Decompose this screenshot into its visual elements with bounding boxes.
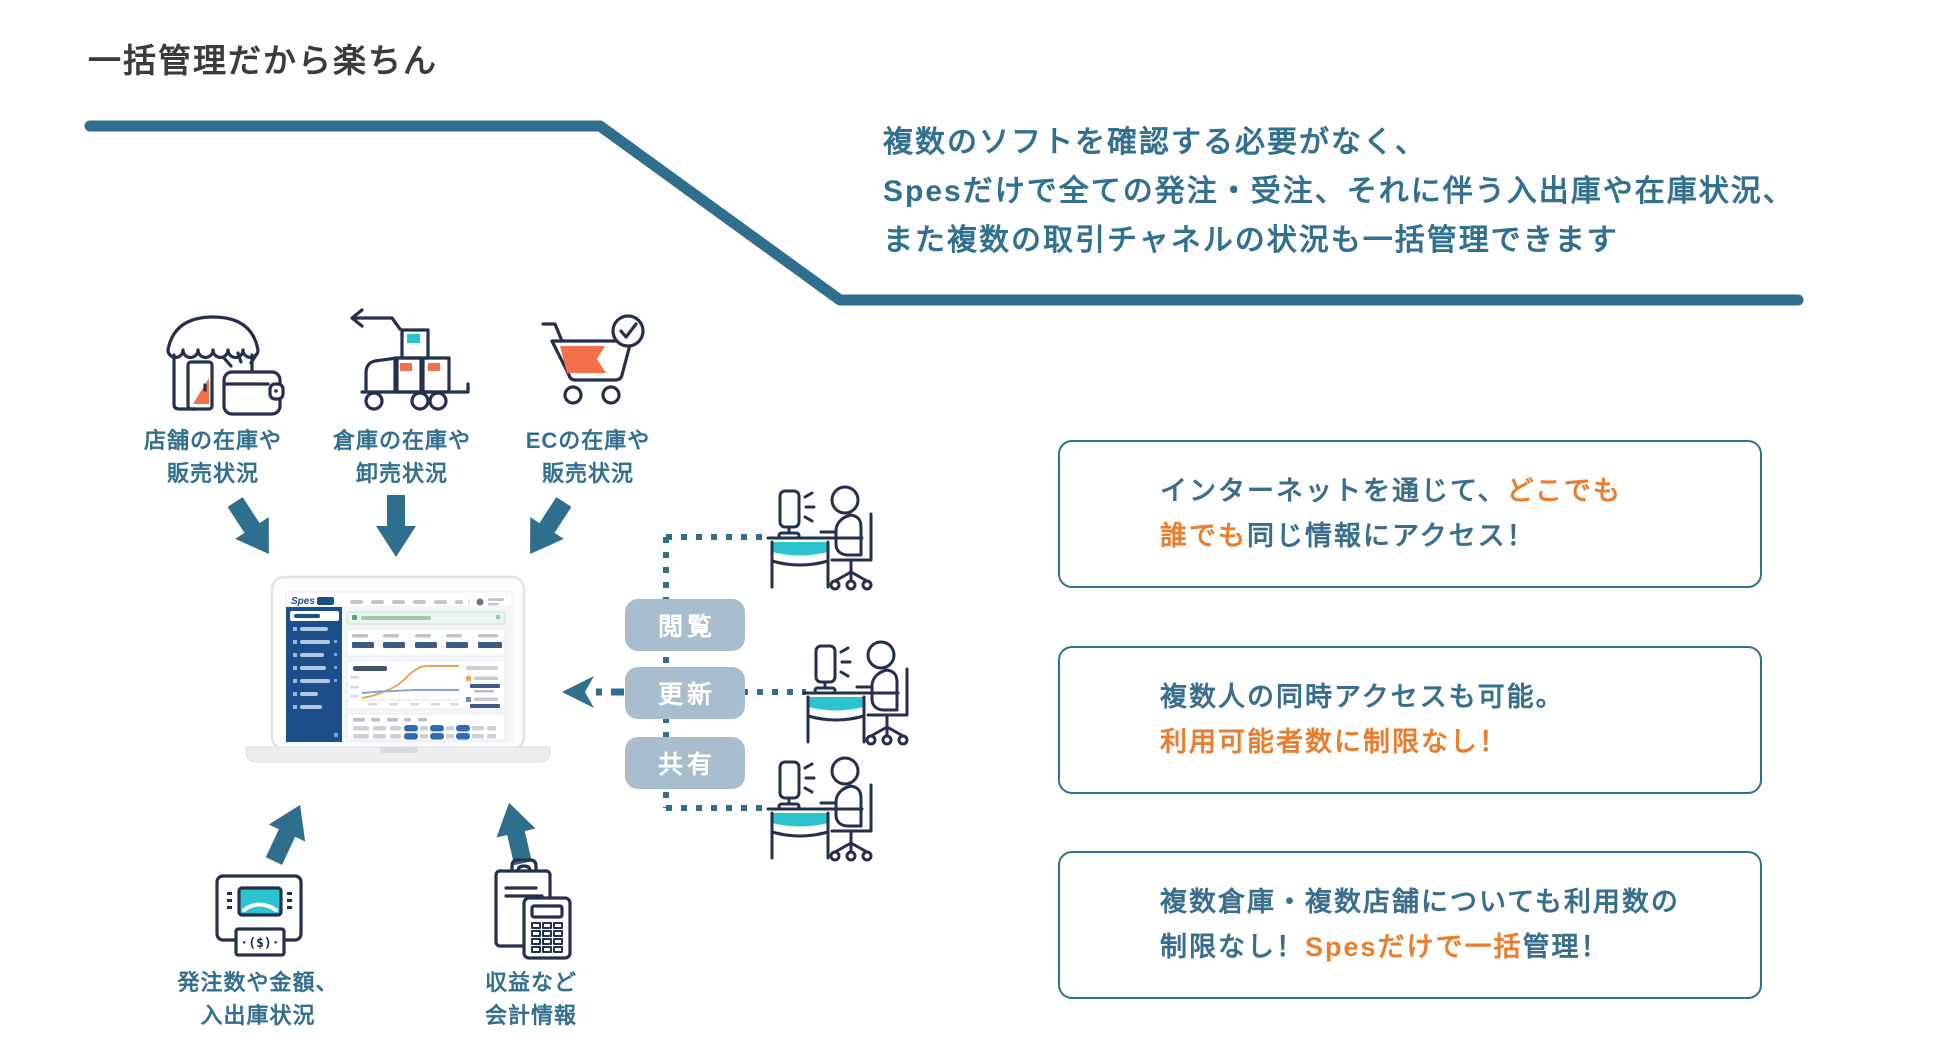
storefront-icon [166,315,285,416]
benefit-card-multi-location: 複数倉庫・複数店舗についても利用数の 制限なし！Spesだけで一括管理！ [1058,851,1762,999]
orders-table-card [346,713,506,741]
label-warehouse-stock: 倉庫の在庫や 卸売状況 [332,428,471,486]
benefit-line: 複数人の同時アクセスも可能。 [1160,682,1565,712]
laptop-notch [380,747,418,753]
benefit-card-concurrent-users: 複数人の同時アクセスも可能。 利用可能者数に制限なし！ [1058,646,1762,794]
share-button[interactable]: 共有 [625,737,745,789]
receipt-dollar-text: ·($)· [240,936,279,951]
benefit-line: インターネットを通じて、どこでも [1160,476,1622,506]
divider-elbow-line [84,120,1804,306]
benefit-card-access-anywhere: インターネットを通じて、どこでも 誰でも同じ情報にアクセス！ [1058,440,1762,588]
green-banner [346,611,506,625]
receipt-icon [234,927,286,957]
arrow-ec-to-laptop [513,491,581,565]
label-store-stock: 店舗の在庫や 販売状況 [143,428,282,486]
update-button[interactable]: 更新 [625,667,745,719]
arrow-accounting-to-laptop [489,798,543,868]
blue-series-line [361,689,459,694]
stats-row [346,628,506,657]
headline: 複数のソフトを確認する必要がなく、 Spesだけで全ての発注・受注、それに伴う入… [883,118,1795,265]
label-orders-amounts: 発注数や金額、 入出庫状況 [177,970,339,1028]
headline-line: Spesだけで全ての発注・受注、それに伴う入出庫や在庫状況、 [883,175,1795,208]
user-at-computer-icon [766,485,873,591]
chart-legend [466,676,500,708]
arrow-store-to-laptop [218,491,286,565]
laptop-mockup: Spes [245,575,551,763]
headline-line: 複数のソフトを確認する必要がなく、 [883,126,1427,159]
label-ec-stock: ECの在庫や 販売状況 [525,428,651,486]
arrow-warehouse-to-laptop [376,495,416,557]
arrowhead-to-laptop-icon [562,676,594,708]
pos-terminal-icon: ·($)· [215,874,303,957]
check-badge-icon [611,314,645,348]
benefit-line: 利用可能者数に制限なし！ [1160,727,1508,757]
orange-series-line [361,665,459,699]
laptop-base [245,746,551,763]
headline-line: また複数の取引チャネルの状況も一括管理できます [883,224,1619,257]
benefit-line: 複数倉庫・複数店舗についても利用数の [1160,887,1680,917]
user-at-computer-icon [766,756,873,862]
user-at-computer-icon [802,640,909,746]
sales-chart-card [346,660,506,710]
benefit-line: 制限なし！Spesだけで一括管理！ [1160,932,1610,962]
view-button[interactable]: 閲覧 [625,599,745,651]
logo-badge [317,597,334,605]
accounting-icon [494,858,572,960]
sidebar-items [293,627,338,737]
page-title: 一括管理だから楽ちん [88,42,438,79]
benefit-line: 誰でも同じ情報にアクセス！ [1160,521,1536,551]
delivery-truck-icon [350,308,470,411]
arrow-pos-to-laptop [255,796,319,870]
shopping-cart-icon [541,314,645,405]
spes-logo: Spes [291,596,315,607]
label-accounting-info: 収益など 会計情報 [484,970,577,1028]
topbar-menu [350,598,504,606]
